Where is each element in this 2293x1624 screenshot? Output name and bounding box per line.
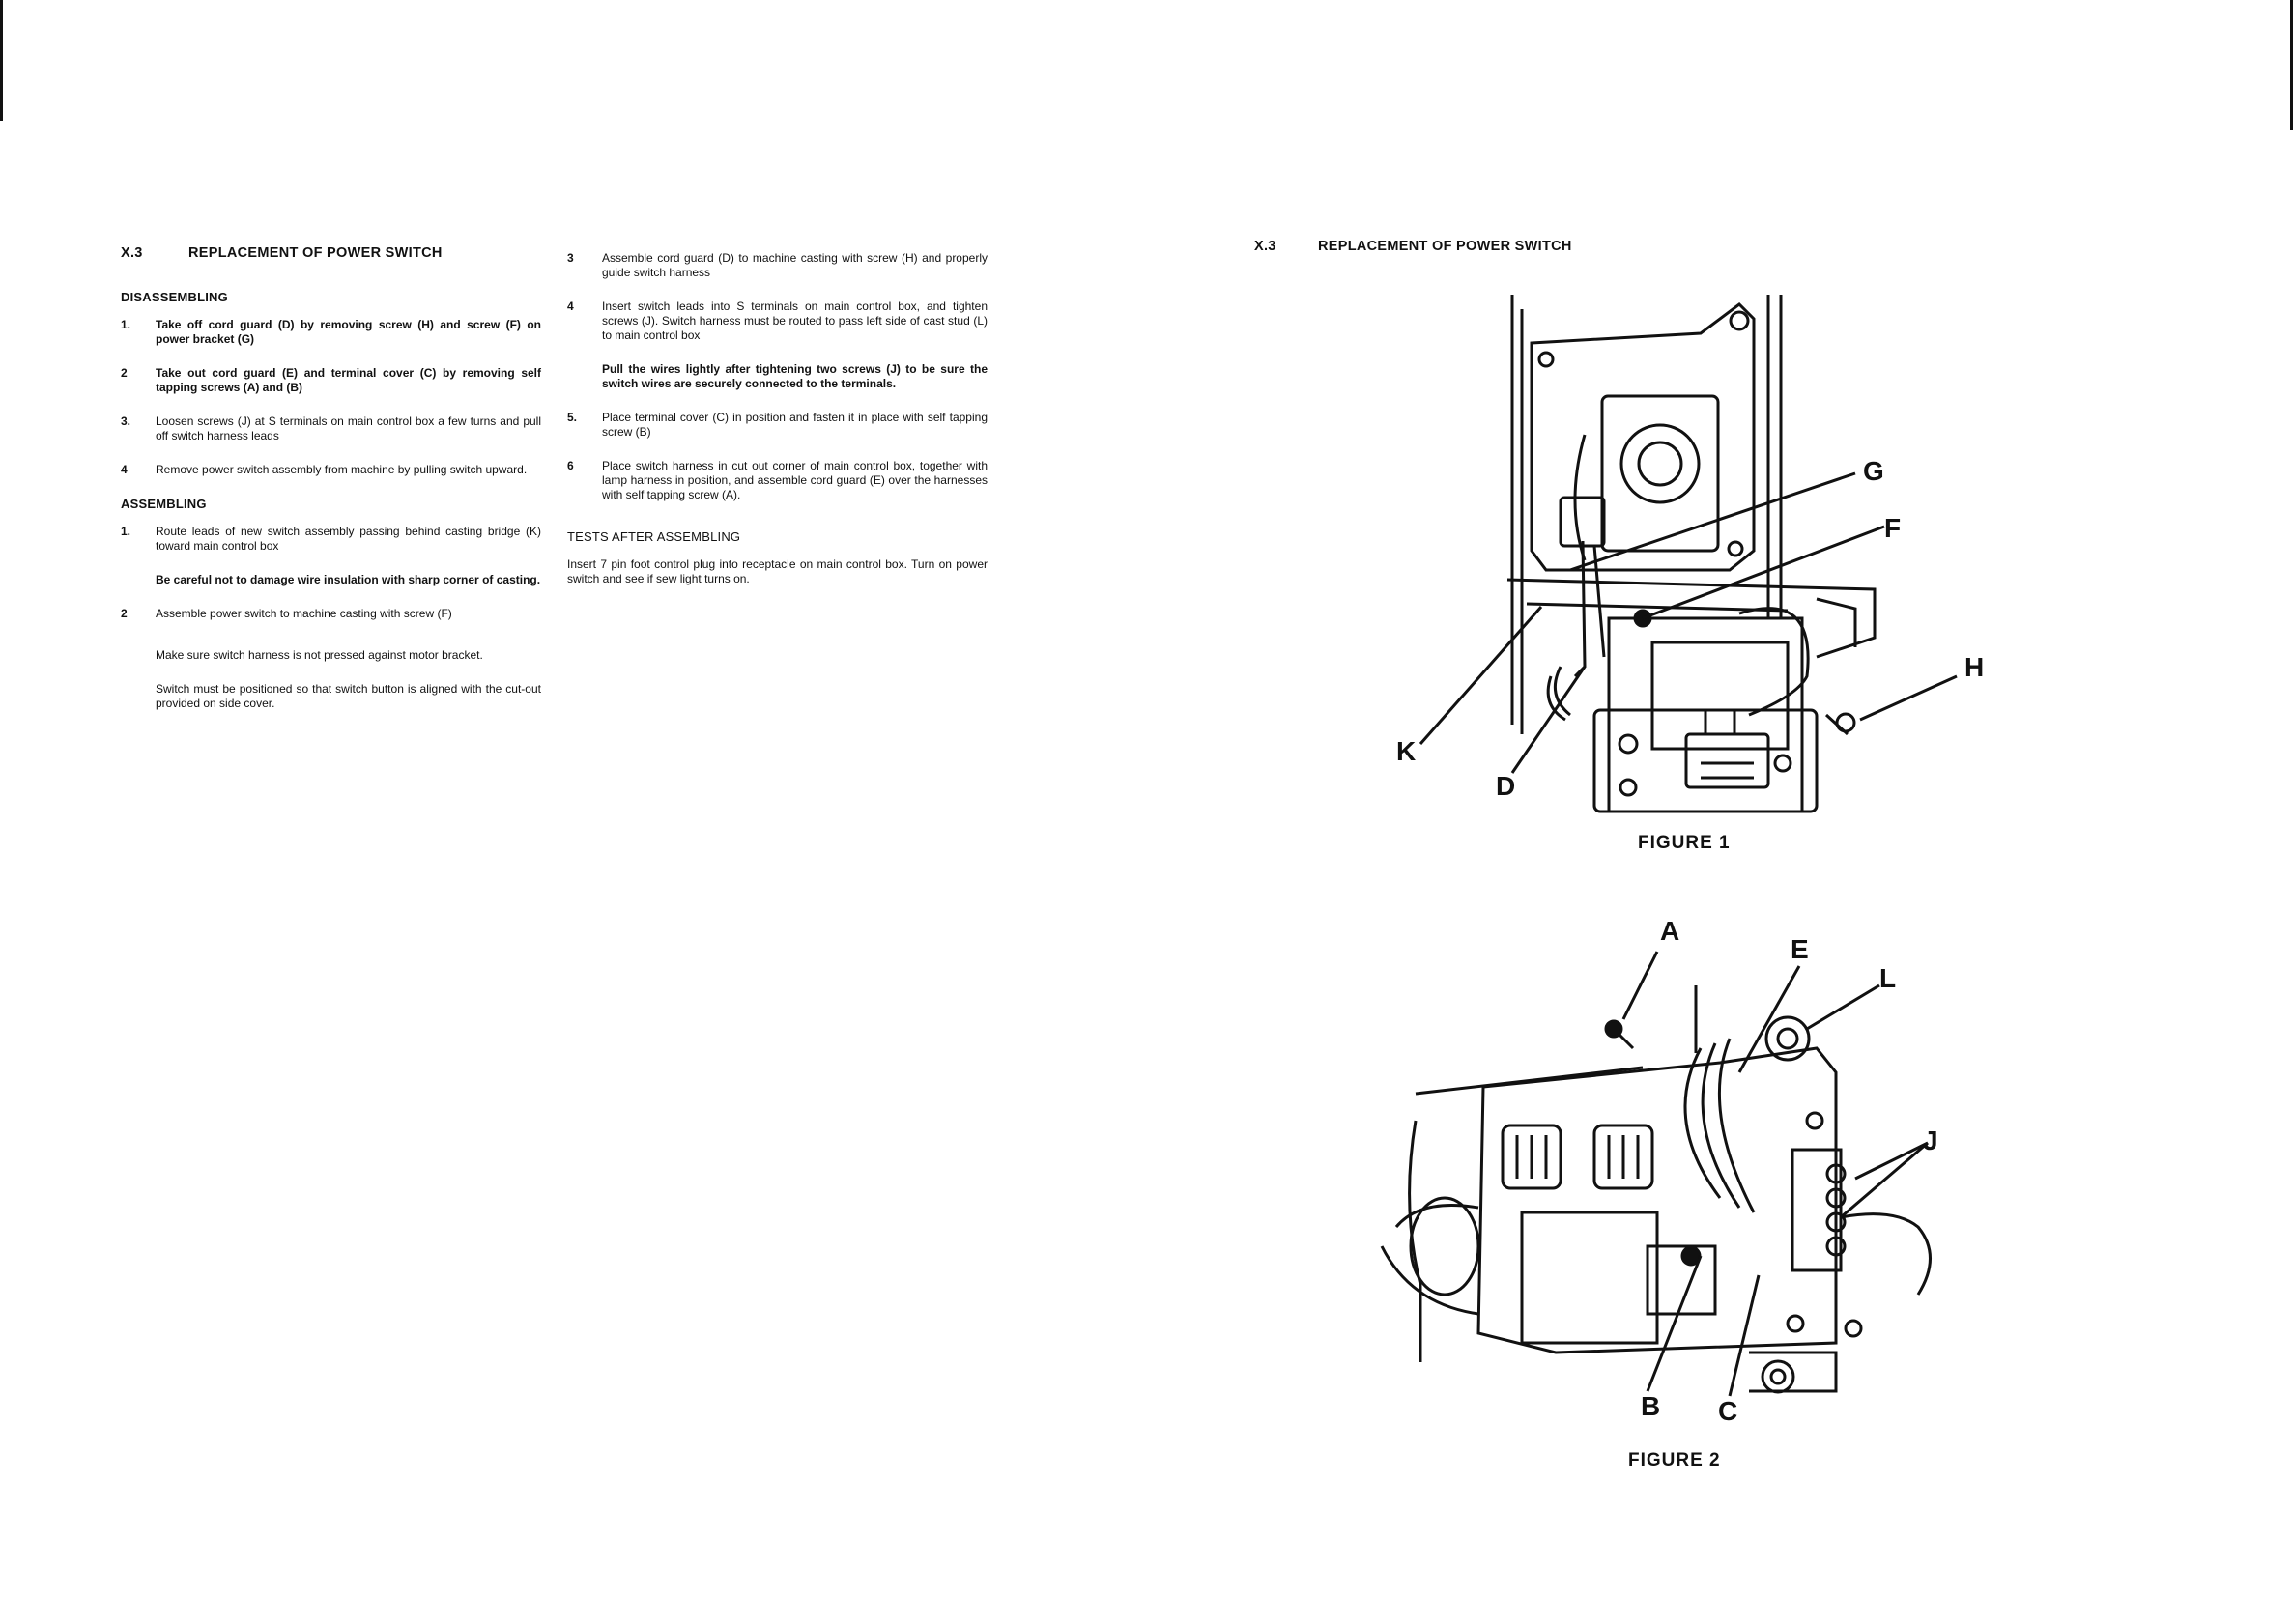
figure-1-label-g: G: [1863, 456, 1884, 486]
section-title: REPLACEMENT OF POWER SWITCH: [188, 245, 443, 261]
figure-2-label-b: B: [1641, 1391, 1660, 1421]
scan-edge-left: [0, 0, 3, 121]
right-text-column: 3 Assemble cord guard (D) to machine cas…: [567, 251, 988, 606]
figure-1-drawing: [1419, 295, 1958, 813]
assembling-note-2b: Switch must be positioned so that switch…: [156, 682, 541, 710]
figure-2-label-l: L: [1879, 963, 1896, 993]
tests-text: Insert 7 pin foot control plug into rece…: [567, 557, 988, 585]
assembling-step-5: 5. Place terminal cover (C) in position …: [567, 411, 988, 439]
figure-2-label-c: C: [1718, 1396, 1737, 1426]
figure-1-label-h: H: [1964, 652, 1984, 682]
figure-2-drawing: [1380, 951, 1932, 1397]
disassembling-step-4: 4 Remove power switch assembly from mach…: [121, 463, 528, 476]
assembling-step-3: 3 Assemble cord guard (D) to machine cas…: [567, 251, 988, 279]
figure-2-label-j: J: [1923, 1125, 1938, 1155]
figure-section-heading: X.3 REPLACEMENT OF POWER SWITCH: [1254, 239, 1572, 254]
figure-section-title: REPLACEMENT OF POWER SWITCH: [1318, 239, 1572, 254]
assembling-step-1: 1. Route leads of new switch assembly pa…: [121, 525, 541, 553]
figure-1-label-d: D: [1496, 771, 1515, 801]
disassembling-step-2: 2 Take out cord guard (E) and terminal c…: [121, 366, 541, 394]
disassembling-step-3: 3. Loosen screws (J) at S terminals on m…: [121, 414, 541, 442]
section-heading: X.3 REPLACEMENT OF POWER SWITCH: [121, 246, 541, 261]
figure-2-caption: FIGURE 2: [1628, 1450, 1721, 1470]
figure-section-number: X.3: [1254, 239, 1276, 254]
assembling-step-4: 4 Insert switch leads into S terminals o…: [567, 299, 988, 342]
figure-1-label-k: K: [1396, 736, 1416, 766]
disassembling-heading: DISASSEMBLING: [121, 290, 228, 304]
assembling-note-4: Pull the wires lightly after tightening …: [602, 362, 988, 390]
scan-edge-right: [2290, 0, 2293, 130]
assembling-step-2: 2 Assemble power switch to machine casti…: [121, 607, 452, 620]
figure-1-label-f: F: [1884, 513, 1901, 543]
figure-2-label-a: A: [1660, 916, 1679, 946]
assembling-step-6: 6 Place switch harness in cut out corner…: [567, 459, 988, 501]
disassembling-step-1: 1. Take off cord guard (D) by removing s…: [121, 318, 541, 346]
tests-heading: TESTS AFTER ASSEMBLING: [567, 529, 741, 544]
assembling-heading: ASSEMBLING: [121, 497, 207, 511]
left-text-column: X.3 REPLACEMENT OF POWER SWITCH DISASSEM…: [121, 246, 541, 730]
section-number: X.3: [121, 245, 143, 261]
assembling-note-2a: Make sure switch harness is not pressed …: [156, 648, 483, 662]
figure-1-caption: FIGURE 1: [1638, 833, 1731, 853]
figure-2-label-e: E: [1791, 934, 1809, 964]
assembling-note-1: Be careful not to damage wire insulation…: [156, 573, 541, 586]
